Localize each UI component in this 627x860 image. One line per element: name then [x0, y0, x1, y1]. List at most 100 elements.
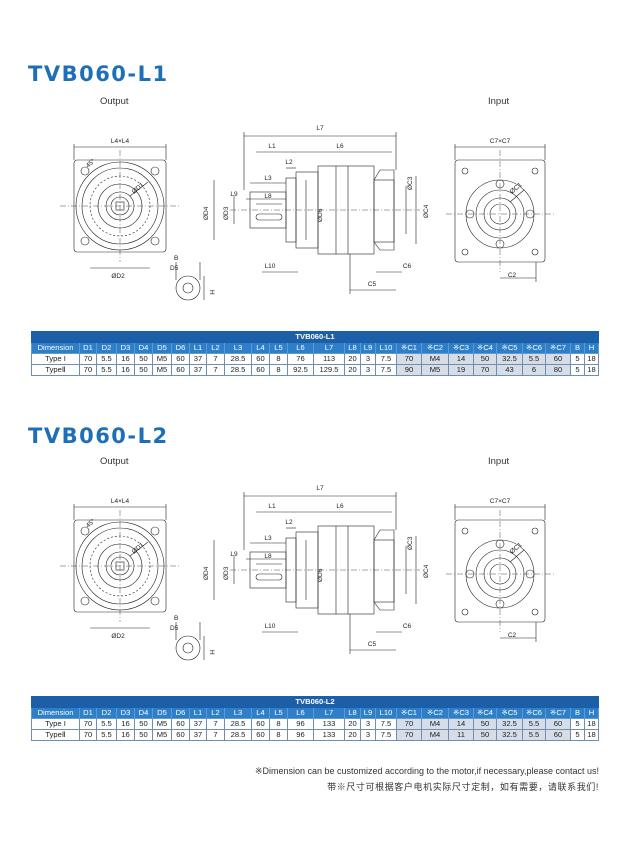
table-cell: 133	[313, 729, 345, 741]
table-cell: 60	[171, 718, 190, 730]
dim-label-h: H	[208, 650, 215, 655]
table-caption: TVB060-L2	[30, 696, 600, 708]
table-cell: M4	[421, 729, 449, 741]
table-cell: M5	[152, 729, 172, 741]
column-header: L2	[206, 707, 225, 719]
table-cell: 129.5	[313, 364, 345, 376]
table-cell: 11	[448, 729, 474, 741]
table-cell: 7	[206, 718, 225, 730]
dim-label-l7: L7	[316, 485, 324, 492]
dim-label-d6: ØD6	[317, 568, 324, 582]
dim-label-c6: C6	[403, 263, 412, 270]
dim-label-l9: L9	[230, 191, 238, 198]
table-cell: M5	[152, 353, 172, 365]
column-header: ※C6	[522, 342, 546, 354]
dim-label-d3: ØD3	[223, 206, 230, 220]
dim-label-l8: L8	[264, 193, 272, 200]
table-cell: 60	[545, 729, 571, 741]
column-header: L7	[313, 707, 345, 719]
table-cell: 70	[396, 718, 422, 730]
column-header: ※C2	[421, 342, 449, 354]
table-cell: 60	[171, 729, 190, 741]
table-cell: 14	[448, 353, 474, 365]
table-cell: 70	[396, 729, 422, 741]
column-header: L9	[360, 707, 376, 719]
dim-label-c5: C5	[368, 281, 377, 288]
column-header: ※C4	[473, 707, 497, 719]
column-header: D6	[171, 707, 190, 719]
column-header: L5	[269, 342, 288, 354]
footnote-english: ※Dimension can be customized according t…	[254, 766, 599, 776]
model-title: TVB060-L1	[28, 62, 169, 86]
table-cell: 7.5	[375, 718, 397, 730]
column-header: D3	[116, 707, 135, 719]
dim-label-c7: C7×C7	[490, 138, 511, 145]
table-cell: 60	[251, 364, 270, 376]
table-cell: 28.5	[224, 718, 252, 730]
column-header: ※C1	[396, 707, 422, 719]
column-header: L3	[224, 707, 252, 719]
dim-label-l7: L7	[316, 125, 324, 132]
table-caption: TVB060-L1	[30, 331, 600, 343]
table-cell: 5.5	[522, 718, 546, 730]
table-cell: 32.5	[496, 729, 523, 741]
table-cell: 50	[134, 364, 153, 376]
output-label: Output	[100, 96, 129, 107]
dim-label-b: B	[174, 255, 178, 262]
table-cell: 70	[473, 364, 497, 376]
table-cell: 96	[287, 729, 314, 741]
dim-label-l4: L4×L4	[111, 498, 130, 505]
table-cell: 28.5	[224, 364, 252, 376]
dim-label-c3: ØC3	[407, 536, 414, 550]
table-cell: 16	[116, 729, 135, 741]
dim-label-l3: L3	[264, 175, 272, 182]
table-cell: 5.5	[522, 729, 546, 741]
dim-label-b: B	[174, 615, 178, 622]
column-header: D4	[134, 342, 153, 354]
table-cell: 50	[473, 729, 497, 741]
dim-label-angle: 45°	[84, 517, 97, 530]
column-header: D2	[96, 342, 117, 354]
table-cell: M4	[421, 718, 449, 730]
table-cell: 32.5	[496, 353, 523, 365]
footnote-chinese: 带※尺寸可根据客户电机实际尺寸定制，如有需要，请联系我们!	[327, 782, 599, 792]
dim-label-c7: C7×C7	[490, 498, 511, 505]
table-cell: 7.5	[375, 364, 397, 376]
side-view	[213, 132, 420, 294]
dim-label-c1: ØC1	[509, 181, 524, 195]
column-header: Dimension	[31, 707, 80, 719]
table-cell: 43	[496, 364, 523, 376]
column-header: L6	[287, 342, 314, 354]
column-header: L8	[344, 342, 361, 354]
dim-label-l4: L4×L4	[111, 138, 130, 145]
output-label: Output	[100, 456, 129, 467]
column-header: D1	[79, 707, 97, 719]
input-label: Input	[488, 96, 510, 107]
column-header: L6	[287, 707, 314, 719]
table-cell: 133	[313, 718, 345, 730]
column-header: L7	[313, 342, 345, 354]
column-header: D5	[152, 707, 172, 719]
column-header: ※C3	[448, 707, 474, 719]
table-cell: 60	[251, 729, 270, 741]
table-cell: 20	[344, 364, 361, 376]
table-cell: 37	[189, 729, 207, 741]
table-cell: 50	[473, 718, 497, 730]
dim-label-l9: L9	[230, 551, 238, 558]
column-header: L4	[251, 707, 270, 719]
column-header: ※C5	[496, 707, 523, 719]
dim-label-l2: L2	[285, 519, 293, 526]
table-cell: 6	[522, 364, 546, 376]
column-header: ※C2	[421, 707, 449, 719]
dim-label-angle: 45°	[84, 157, 97, 170]
dim-label-d2: ØD2	[111, 273, 125, 280]
column-header: B	[570, 342, 585, 354]
table-cell: 37	[189, 718, 207, 730]
dim-label-d5: D5	[170, 625, 179, 632]
